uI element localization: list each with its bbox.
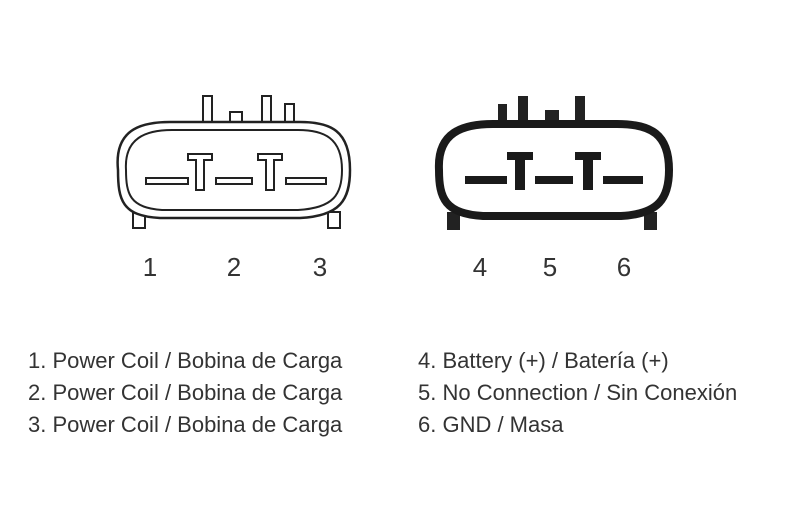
top-tab: [229, 111, 243, 123]
terminal-t: [187, 153, 213, 191]
pin-label-4: 4: [472, 252, 488, 282]
pin-label-2: 2: [226, 252, 242, 282]
bottom-foot: [644, 212, 657, 230]
legend-item-3: 3. Power Coil / Bobina de Carga: [28, 412, 343, 437]
housing-outer: [116, 120, 352, 220]
pin-label-1: 1: [142, 252, 158, 282]
terminal-bar: [465, 176, 507, 184]
terminal-bar: [215, 177, 253, 185]
bottom-foot: [447, 212, 460, 230]
terminal-bar: [603, 176, 643, 184]
legend-item-4: 4. Battery (+) / Batería (+): [418, 348, 669, 373]
terminal-bar: [535, 176, 573, 184]
top-tab: [261, 95, 272, 123]
legend-left: 1. Power Coil / Bobina de Carga 2. Power…: [28, 345, 342, 441]
connector-right-outline: [434, 96, 674, 230]
top-tab: [518, 96, 528, 126]
top-tab: [284, 103, 295, 123]
top-tab: [575, 96, 585, 126]
housing-outer: [434, 120, 674, 220]
terminal-t: [507, 152, 533, 190]
pin-label-3: 3: [312, 252, 328, 282]
legend-item-6: 6. GND / Masa: [418, 412, 564, 437]
top-tab: [498, 104, 507, 126]
pin-label-5: 5: [542, 252, 558, 282]
terminal-t: [257, 153, 283, 191]
pin-label-6: 6: [616, 252, 632, 282]
terminal-bar: [145, 177, 189, 185]
legend-item-2: 2. Power Coil / Bobina de Carga: [28, 380, 343, 405]
connector-left-outline: [116, 95, 352, 229]
bottom-foot: [327, 211, 341, 229]
housing-inner: [124, 129, 344, 211]
terminal-bar: [285, 177, 327, 185]
legend-item-1: 1. Power Coil / Bobina de Carga: [28, 348, 343, 373]
top-tab: [202, 95, 213, 123]
legend-item-5: 5. No Connection / Sin Conexión: [418, 380, 738, 405]
legend-right: 4. Battery (+) / Batería (+) 5. No Conne…: [418, 345, 737, 441]
terminal-t: [575, 152, 601, 190]
